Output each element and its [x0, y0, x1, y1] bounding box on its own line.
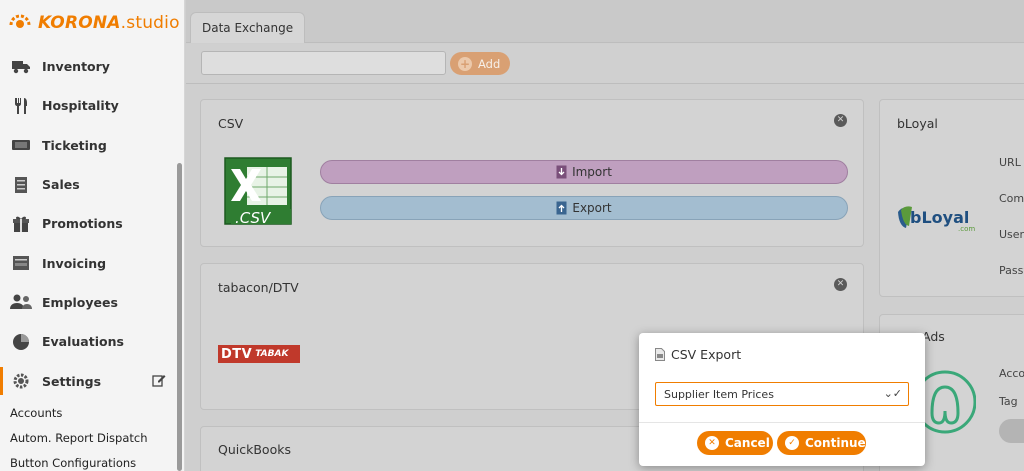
nav-subitem-accounts[interactable]: Accounts — [10, 405, 63, 420]
field-label-url: URL — [999, 156, 1021, 169]
csv-card: CSV ✕ .CSV Import Export — [200, 99, 864, 247]
korona-logo-icon — [9, 14, 31, 28]
field-label-tag: Tag — [999, 395, 1018, 408]
import-doc-icon — [556, 165, 567, 179]
nav-item-sales[interactable]: Sales — [0, 165, 178, 204]
nav-label: Promotions — [42, 216, 123, 232]
nav-label: Sales — [42, 177, 80, 193]
nav-subitem-report-dispatch[interactable]: Autom. Report Dispatch — [10, 430, 148, 445]
card-title: QuickBooks — [218, 442, 291, 457]
users-icon — [10, 293, 32, 311]
dtv-logo-sub: TABAK — [255, 349, 289, 359]
csv-export-dialog: CSV Export Supplier Item Prices ⌄✓ ✕ Can… — [639, 333, 925, 466]
field-label-company: Comp — [999, 192, 1024, 205]
export-type-select[interactable]: Supplier Item Prices ⌄✓ — [655, 382, 909, 406]
nav-item-hospitality[interactable]: Hospitality — [0, 86, 178, 125]
fork-knife-icon — [10, 97, 32, 115]
ticket-icon — [10, 136, 32, 154]
toolbar: + Add — [186, 44, 1024, 84]
plus-icon: + — [458, 56, 472, 71]
select-chevron-icon: ⌄✓ — [883, 387, 902, 400]
sidebar: KORONA.studio Inventory Hospitality Tick… — [0, 0, 185, 471]
select-value: Supplier Item Prices — [664, 388, 774, 401]
field-label-password: Passw — [999, 264, 1024, 277]
tag-input[interactable] — [999, 419, 1024, 443]
nav-item-promotions[interactable]: Promotions — [0, 204, 178, 243]
receipt-icon — [10, 176, 32, 194]
main-nav: Inventory Hospitality Ticketing Sales Pr… — [0, 47, 178, 471]
nav-label: Employees — [42, 294, 118, 310]
continue-label: Continue — [805, 436, 866, 450]
card-title: bLoyal — [897, 116, 938, 131]
import-button[interactable]: Import — [320, 160, 848, 184]
import-label: Import — [572, 165, 612, 179]
active-indicator — [0, 367, 3, 395]
cancel-label: Cancel — [725, 436, 770, 450]
nav-label: Invoicing — [42, 255, 107, 271]
csv-file-logo: .CSV — [224, 157, 292, 227]
nav-label: Settings — [42, 373, 102, 389]
check-icon: ✓ — [785, 436, 799, 450]
tab-bar: Data Exchange — [186, 0, 1024, 43]
dialog-title-text: CSV Export — [671, 347, 742, 362]
export-label: Export — [572, 201, 612, 215]
add-button-label: Add — [478, 56, 501, 71]
nav-label: Hospitality — [42, 98, 119, 114]
brand-name: KORONA.studio — [38, 13, 180, 33]
bloyal-card: bLoyal bLoyal .com URL Comp User Passw — [879, 99, 1024, 297]
nav-label: Ticketing — [42, 137, 107, 153]
edit-icon[interactable] — [152, 373, 166, 390]
korona-logo[interactable]: KORONA.studio — [8, 10, 180, 36]
cancel-button[interactable]: ✕ Cancel — [697, 431, 773, 455]
close-icon[interactable]: ✕ — [834, 114, 847, 127]
nav-item-ticketing[interactable]: Ticketing — [0, 126, 178, 165]
close-icon[interactable]: ✕ — [834, 278, 847, 291]
dialog-title: CSV Export — [655, 347, 741, 362]
continue-button[interactable]: ✓ Continue — [777, 431, 866, 455]
truck-icon — [10, 58, 32, 76]
nav-item-invoicing[interactable]: Invoicing — [0, 243, 178, 282]
export-doc-icon — [556, 201, 567, 215]
dialog-divider — [639, 422, 925, 423]
gift-icon — [10, 215, 32, 233]
bloyal-logo: bLoyal .com — [898, 206, 975, 233]
dtv-tabak-logo: DTV TABAK — [218, 345, 300, 363]
sidebar-scrollbar[interactable] — [177, 163, 182, 471]
nav-item-evaluations[interactable]: Evaluations — [0, 322, 178, 361]
gear-icon — [10, 372, 32, 390]
pie-chart-icon — [10, 333, 32, 351]
csv-logo-text: .CSV — [235, 209, 272, 227]
tab-data-exchange[interactable]: Data Exchange — [190, 12, 305, 43]
nav-item-settings[interactable]: Settings — [0, 361, 178, 400]
nav-label: Evaluations — [42, 334, 124, 350]
card-title: Ads — [922, 329, 945, 344]
dtv-logo-main: DTV — [221, 346, 253, 362]
export-button[interactable]: Export — [320, 196, 848, 220]
field-label-user: User — [999, 228, 1024, 241]
field-label-account: Acco — [999, 367, 1024, 380]
nav-subitem-button-configurations[interactable]: Button Configurations — [10, 455, 137, 470]
nav-item-employees[interactable]: Employees — [0, 283, 178, 322]
nav-item-inventory[interactable]: Inventory — [0, 47, 178, 86]
csv-file-icon — [655, 348, 665, 361]
add-button[interactable]: + Add — [450, 52, 510, 75]
cancel-icon: ✕ — [705, 436, 719, 450]
bloyal-logo-text: bLoyal — [910, 208, 969, 227]
card-title: CSV — [218, 116, 244, 131]
search-input[interactable] — [201, 51, 446, 75]
invoice-icon — [10, 254, 32, 272]
card-title: tabacon/DTV — [218, 280, 299, 295]
nav-label: Inventory — [42, 59, 110, 75]
bloyal-logo-sub: .com — [958, 225, 975, 233]
